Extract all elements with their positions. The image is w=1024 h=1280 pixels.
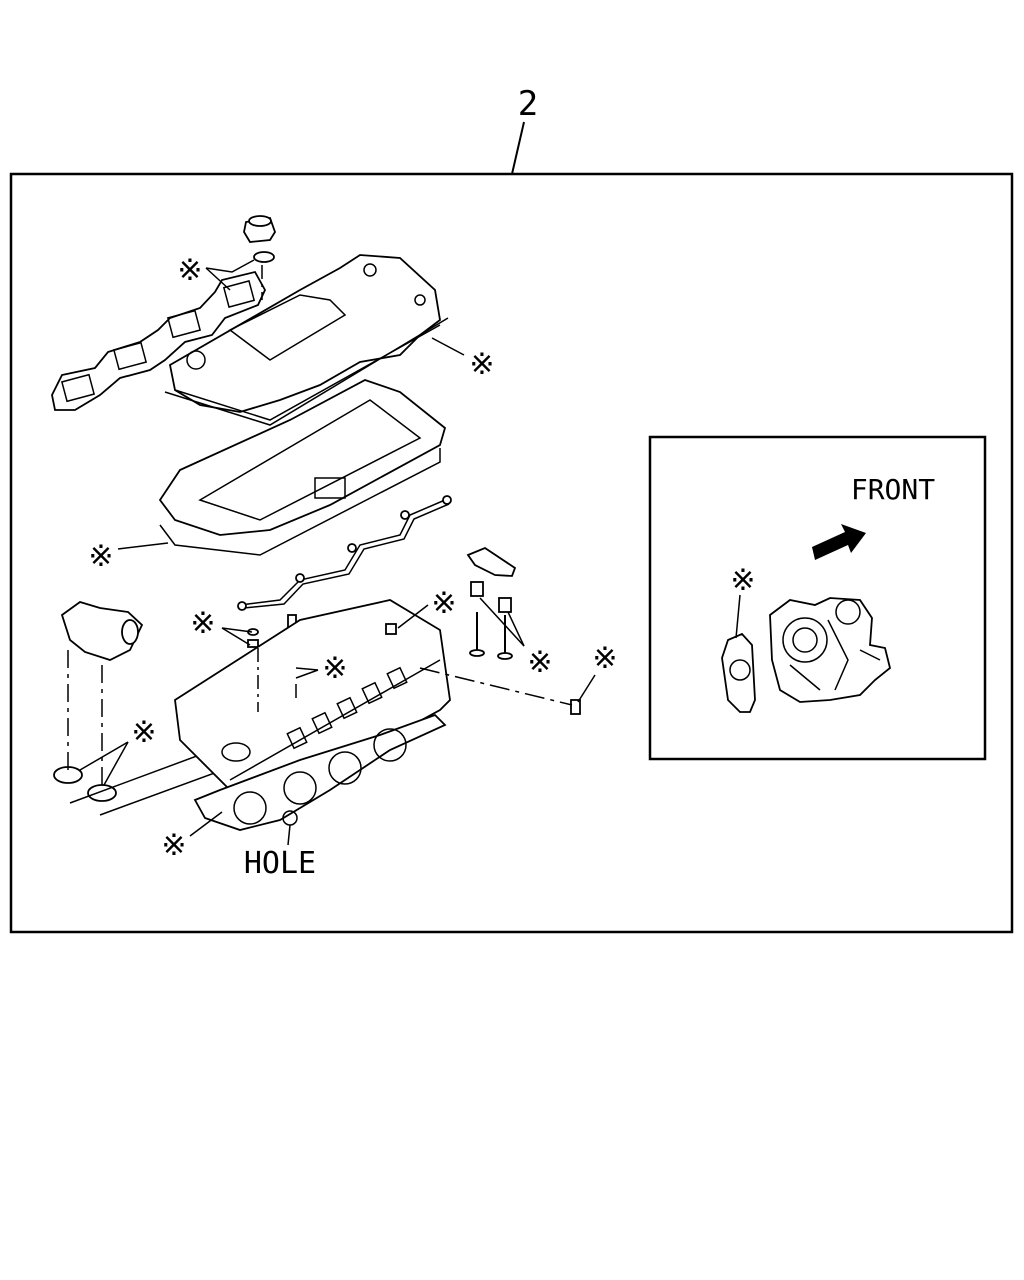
kit-marker-10: ※ <box>161 828 186 863</box>
kit-marker-6: ※ <box>431 586 456 621</box>
kit-leader-1b <box>205 267 231 291</box>
kit-leader-9b <box>103 741 129 786</box>
kit-marker-9: ※ <box>131 715 156 750</box>
oil-filler-cap <box>243 215 276 263</box>
kit-leader-8 <box>577 674 596 703</box>
bolt <box>419 667 581 715</box>
kit-leader-6 <box>397 604 429 629</box>
kit-marker-8: ※ <box>592 641 617 676</box>
kit-leader-10 <box>189 811 223 837</box>
kit-marker-2: ※ <box>469 347 494 382</box>
valves <box>469 612 513 660</box>
main-frame <box>9 172 1014 934</box>
hole-label: HOLE <box>244 846 316 881</box>
kit-markers: ※ ※ ※ ※ ※ ※ ※ ※ ※ ※ ※ <box>79 253 756 863</box>
kit-marker-7: ※ <box>527 645 552 680</box>
exhaust-manifold-gasket <box>51 270 267 411</box>
head-cover-gasket <box>164 317 449 426</box>
kit-marker-1: ※ <box>177 253 202 288</box>
kit-marker-11: ※ <box>730 563 755 598</box>
turbo-gasket <box>721 594 756 713</box>
kit-marker-5: ※ <box>322 651 347 686</box>
turbocharger <box>769 597 892 703</box>
assembly-number: 2 <box>518 84 538 124</box>
inset-frame <box>648 435 987 761</box>
valve-bridge <box>466 546 517 577</box>
kit-leader-2 <box>431 337 465 356</box>
kit-leader-7 <box>507 611 525 647</box>
fuel-injection-pipes <box>237 495 452 611</box>
assembly-lines <box>257 265 297 712</box>
kit-marker-4: ※ <box>190 606 215 641</box>
kit-leader-3 <box>117 542 169 550</box>
assembly-leader-line <box>511 121 525 175</box>
front-arrow-icon <box>812 524 866 560</box>
cam-carrier <box>158 379 447 536</box>
kit-marker-3: ※ <box>88 539 113 574</box>
kit-leader-4b <box>221 627 251 646</box>
cylinder-head-gasket <box>193 713 447 831</box>
kit-leader-7b <box>479 597 525 647</box>
kit-leader-5b <box>295 669 319 679</box>
cam-carrier-gasket <box>159 448 441 556</box>
hole-leader <box>287 824 291 846</box>
kit-leader-4 <box>221 627 253 633</box>
water-outlet <box>60 601 144 661</box>
kit-leader-9 <box>79 741 129 771</box>
kit-leader-5 <box>295 667 319 671</box>
front-label: FRONT <box>851 473 935 506</box>
glow-plug <box>385 623 397 635</box>
kit-leader-1 <box>205 259 255 273</box>
valve-stem-seals <box>470 581 512 613</box>
